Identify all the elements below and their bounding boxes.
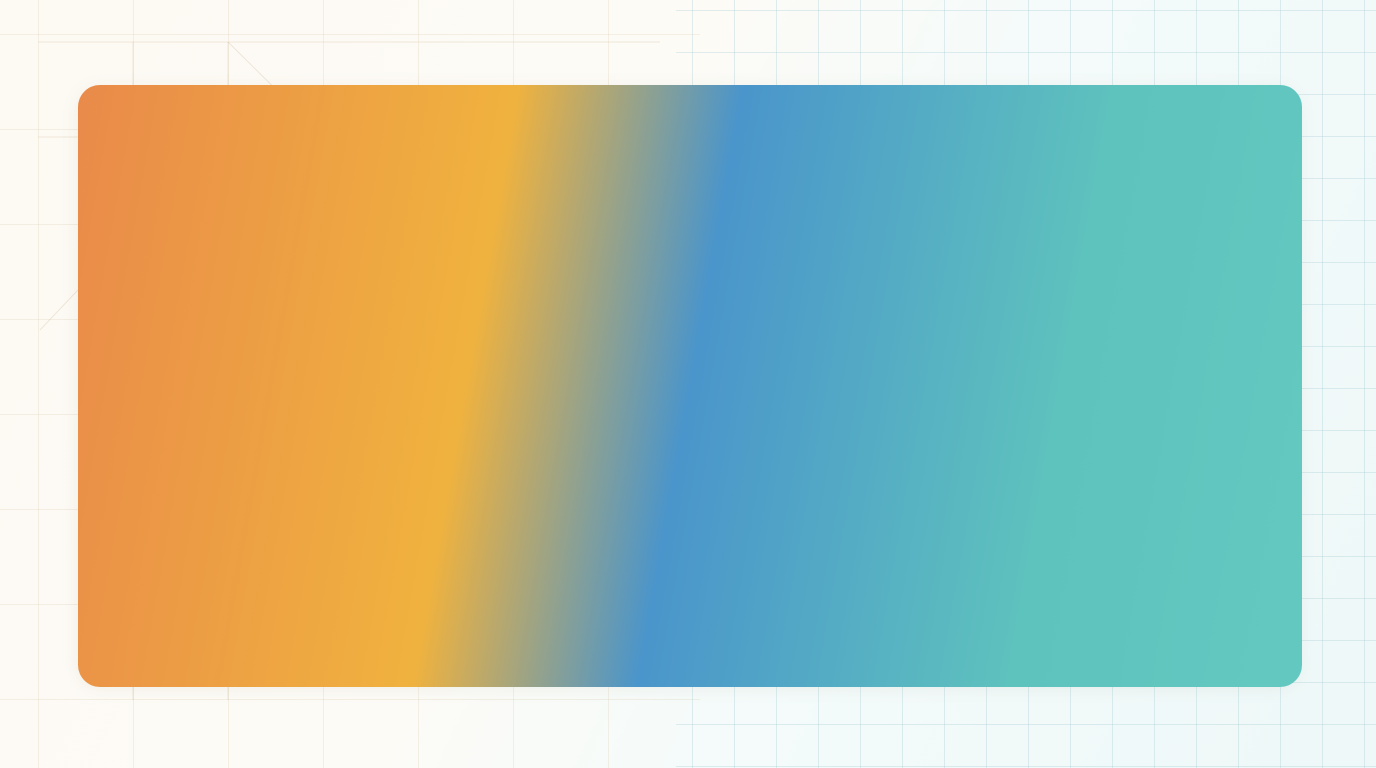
comparison-arrow-shape xyxy=(564,316,808,453)
cpu-chip-icon xyxy=(1207,604,1267,664)
digital-caption-text: 離散的な数値・階段状のデータ xyxy=(811,612,1176,640)
analog-caption-text: 連続的な波形・滑らかな変化 xyxy=(200,612,539,640)
double-arrow-icon xyxy=(564,316,808,453)
panel-analog-title: アナログ信号処理 xyxy=(207,117,560,165)
panel-digital-header: デジタル信号処理 xyxy=(689,85,1298,198)
panel-digital-title: デジタル信号処理 xyxy=(817,117,1170,165)
analog-wave-fill xyxy=(168,348,550,592)
digital-caption-row: 離散的な数値・階段状のデータ xyxy=(689,565,1298,683)
analog-caption-row: 連続的な波形・滑らかな変化 xyxy=(78,565,689,683)
radio-icon xyxy=(110,606,162,663)
panel-analog-header: アナログ信号処理 xyxy=(78,85,689,198)
comparison-arrow: 比較 (Comparison) xyxy=(562,302,810,467)
